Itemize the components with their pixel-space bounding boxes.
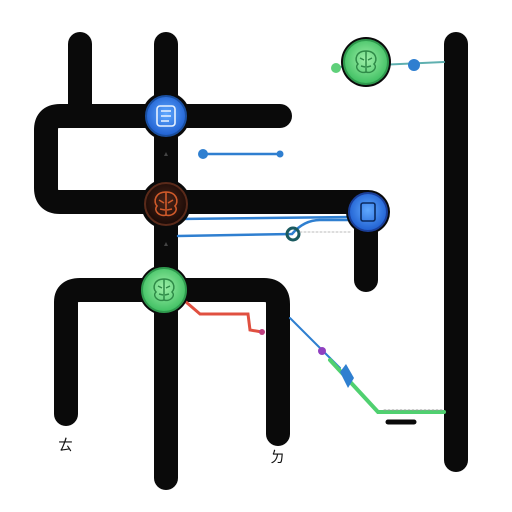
connector-teal-top-dot (408, 59, 420, 71)
track-markers (164, 152, 168, 246)
node-blue-top[interactable] (142, 92, 190, 140)
node-green-top-right[interactable] (341, 37, 391, 87)
connector-lines (176, 59, 446, 414)
marker-up-2 (164, 242, 168, 246)
glyph-left: ㄊ (58, 436, 73, 454)
marker-up-1 (164, 152, 168, 156)
document-icon (156, 105, 176, 127)
node-green-bottom[interactable] (139, 265, 189, 315)
connector-blue-to-right-node-upper (176, 215, 354, 221)
brain-icon (153, 278, 175, 302)
brain-icon (355, 50, 377, 74)
node-blue-right[interactable] (346, 190, 390, 234)
connector-red (184, 300, 264, 334)
node-dark-red-center[interactable] (141, 179, 191, 229)
connector-red-end-dot (259, 329, 265, 335)
connector-blue-short-end-dot (276, 150, 284, 158)
document-icon (360, 202, 376, 222)
connector-blue-to-right-node-lower (176, 218, 354, 238)
brain-icon (154, 191, 178, 217)
track-left-loop (34, 104, 378, 292)
connector-dark-teal-dot (285, 226, 301, 242)
glyph-right: ㄉ (270, 448, 285, 466)
connector-blue-diamond (340, 364, 354, 388)
connector-blue-short-start-dot (198, 149, 208, 159)
connector-green-top-left-stub (331, 63, 341, 73)
connector-purple-dot (318, 347, 326, 355)
